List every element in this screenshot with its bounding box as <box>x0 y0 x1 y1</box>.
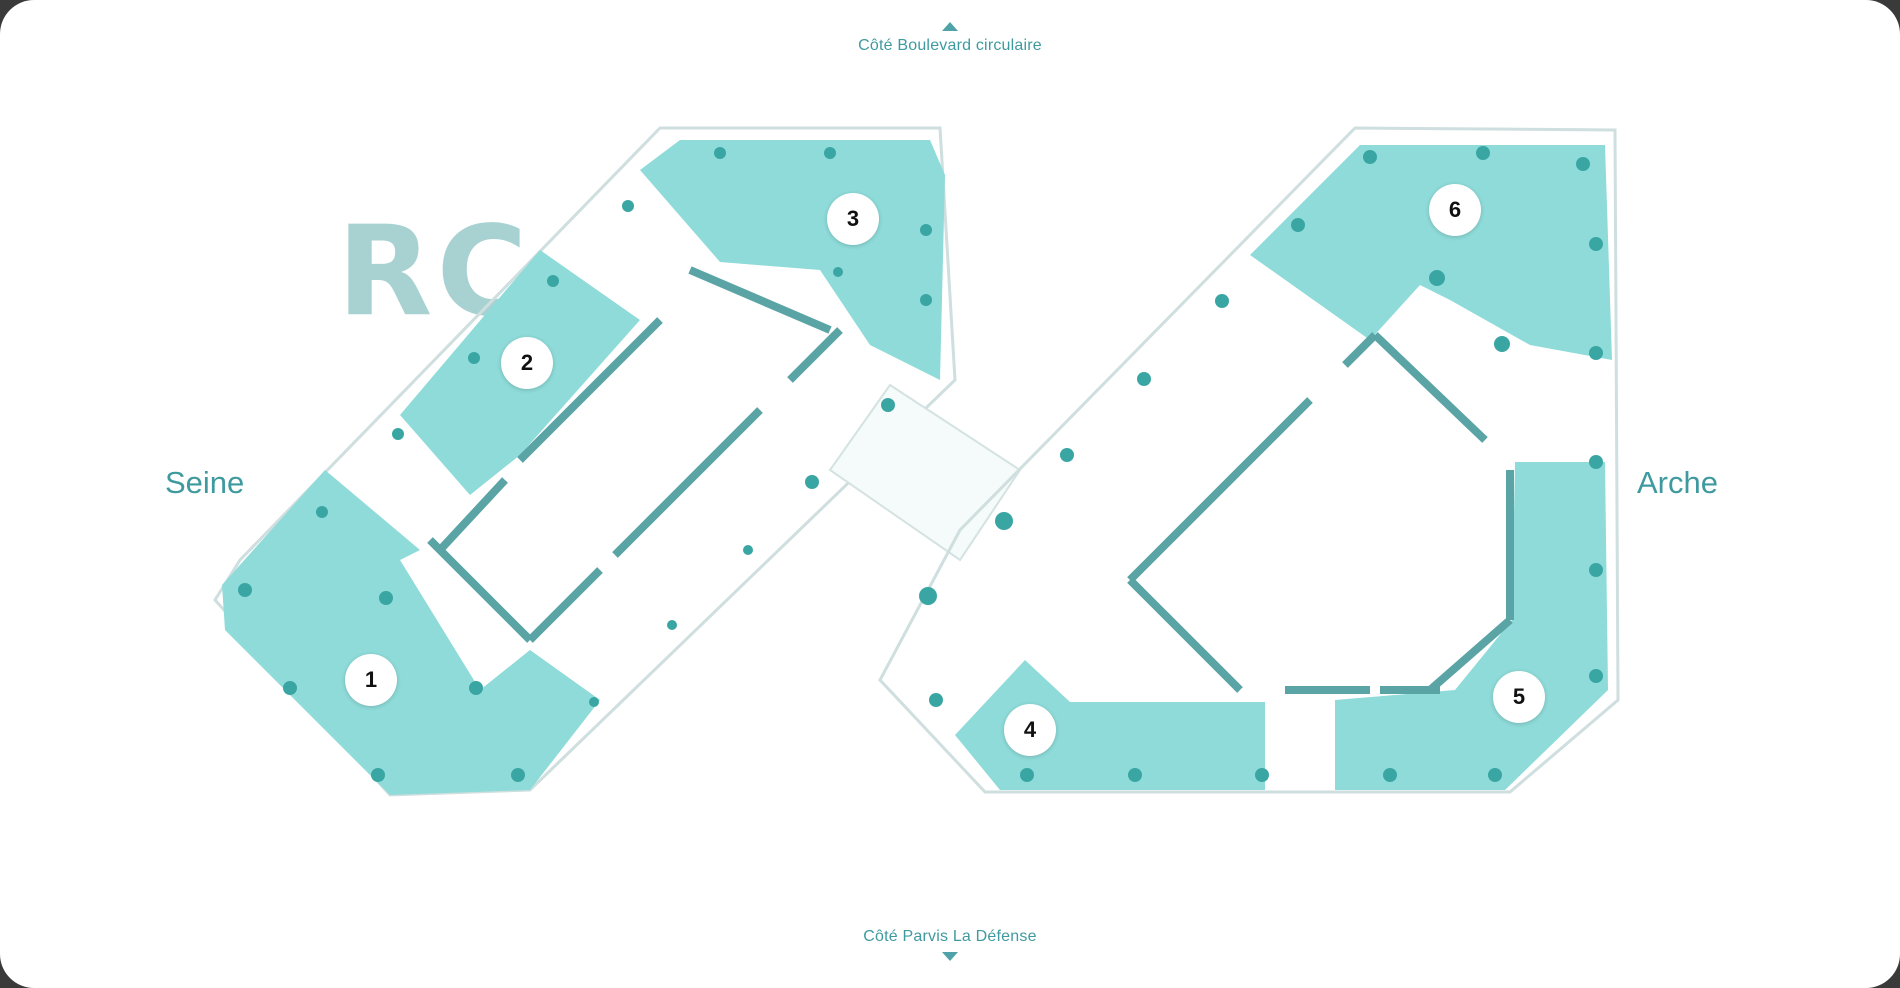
zone-badge-2[interactable]: 2 <box>501 337 553 389</box>
nav-top-label: Côté Boulevard circulaire <box>858 37 1042 54</box>
zone-3-area <box>640 140 945 380</box>
zone-6-area <box>1250 145 1612 360</box>
center-connector <box>828 383 1022 562</box>
zone-badge-5[interactable]: 5 <box>1493 671 1545 723</box>
nav-bottom-label: Côté Parvis La Défense <box>863 928 1037 945</box>
arrow-down-icon[interactable] <box>942 952 958 961</box>
zone-4-area <box>955 660 1265 790</box>
side-label-seine: Seine <box>165 465 245 500</box>
zone-badge-6[interactable]: 6 <box>1429 184 1481 236</box>
zone-5-area <box>1335 462 1608 790</box>
arrow-up-icon[interactable] <box>942 22 958 31</box>
zone-1-area <box>222 470 600 795</box>
zone-badge-4[interactable]: 4 <box>1004 704 1056 756</box>
nav-bottom-parvis[interactable]: Côté Parvis La Défense <box>0 928 1900 961</box>
interior-walls <box>427 266 1514 694</box>
zone-badge-3[interactable]: 3 <box>827 193 879 245</box>
zone-badge-1[interactable]: 1 <box>345 654 397 706</box>
right-wing-outline <box>878 126 1620 794</box>
side-label-arche: Arche <box>1637 465 1718 500</box>
column-dots <box>238 146 1603 782</box>
nav-top-boulevard[interactable]: Côté Boulevard circulaire <box>0 22 1900 55</box>
